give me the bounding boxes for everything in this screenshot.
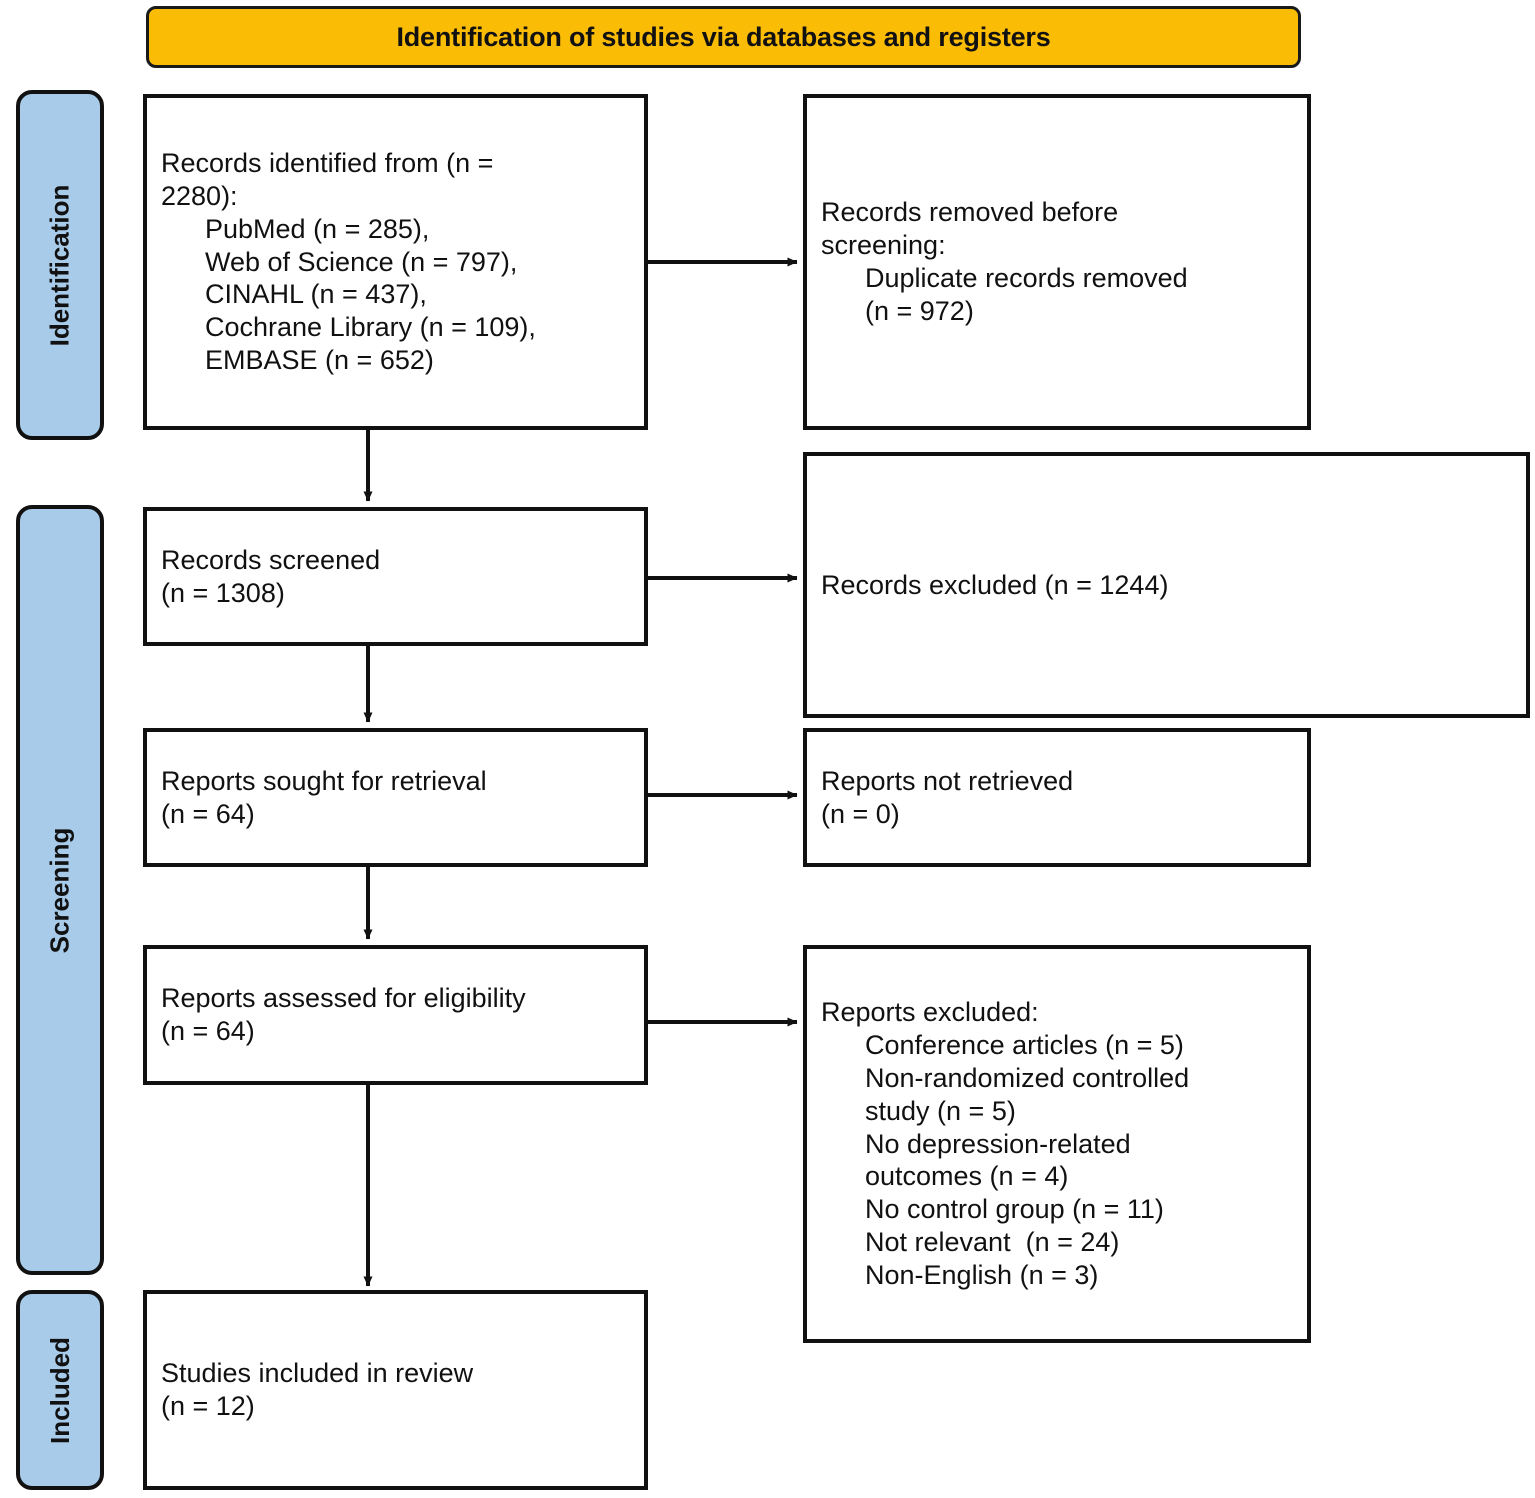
records-removed-text-colon: : xyxy=(938,230,946,261)
box-reports-sought-for-retrieval: Reports sought for retrieval (n = 64) xyxy=(143,728,648,867)
records-identified-line-2: 2280): xyxy=(161,180,238,211)
records-removed-text-before: before xyxy=(1041,197,1119,228)
reports-not-retrieved-label: Reports not retrieved xyxy=(821,765,1074,796)
records-removed-duplicates: Duplicate records removed xyxy=(865,263,1188,293)
diagram-title-text: Identification of studies via databases … xyxy=(396,21,1051,52)
phase-label-screening-text: Screening xyxy=(44,827,75,953)
box-studies-included-in-review: Studies included in review (n = 12) xyxy=(143,1290,648,1490)
box-records-screened: Records screened (n = 1308) xyxy=(143,507,648,646)
box-reports-not-retrieved: Reports not retrieved (n = 0) xyxy=(803,728,1311,867)
phase-label-screening: Screening xyxy=(16,505,104,1275)
records-identified-source-pubmed: PubMed (n = 285), xyxy=(205,213,430,244)
reports-sought-label: Reports sought for retrieval xyxy=(161,765,487,796)
reports-assessed-count: (n = 64) xyxy=(161,1016,255,1046)
records-removed-line-1: Records removed before xyxy=(821,196,1293,229)
box-reports-excluded: Reports excluded: Conference articles (n… xyxy=(803,945,1311,1343)
records-identified-line-1: Records identified from (n = xyxy=(161,147,494,178)
diagram-title-banner: Identification of studies via databases … xyxy=(146,6,1301,68)
reports-excluded-reason-nonrandomized-2: study (n = 5) xyxy=(865,1095,1016,1126)
phase-label-identification-text: Identification xyxy=(44,184,75,346)
studies-included-count: (n = 12) xyxy=(161,1391,255,1421)
records-removed-line-2: screening: xyxy=(821,229,1293,262)
phase-label-included: Included xyxy=(16,1290,104,1490)
records-excluded-label: Records excluded (n = 1244) xyxy=(821,569,1169,600)
reports-not-retrieved-count: (n = 0) xyxy=(821,798,900,829)
records-removed-text-screening: screening xyxy=(821,230,939,261)
records-removed-duplicates-count: (n = 972) xyxy=(865,295,974,326)
box-records-excluded: Records excluded (n = 1244) xyxy=(803,452,1530,718)
reports-excluded-reason-not-relevant: Not relevant (n = 24) xyxy=(865,1227,1120,1258)
records-removed-text-a: Records removed xyxy=(821,197,1042,228)
studies-included-label: Studies included in review xyxy=(161,1358,474,1389)
records-identified-source-cochrane: Cochrane Library (n = 109), xyxy=(205,312,536,343)
records-screened-count: (n = 1308) xyxy=(161,577,285,608)
records-identified-source-web-of-science: Web of Science (n = 797), xyxy=(205,246,518,277)
reports-excluded-reason-no-depression-2: outcomes (n = 4) xyxy=(865,1161,1069,1192)
reports-excluded-heading: Reports excluded: xyxy=(821,996,1039,1027)
reports-assessed-label: Reports assessed for eligibility xyxy=(161,983,526,1014)
phase-label-included-text: Included xyxy=(44,1336,75,1444)
reports-excluded-reason-conference: Conference articles (n = 5) xyxy=(865,1029,1184,1060)
box-reports-assessed-for-eligibility: Reports assessed for eligibility (n = 64… xyxy=(143,945,648,1085)
records-screened-label: Records screened xyxy=(161,544,381,575)
records-identified-source-cinahl: CINAHL (n = 437), xyxy=(205,279,427,310)
records-identified-source-embase: EMBASE (n = 652) xyxy=(205,345,434,376)
box-records-removed-before-screening: Records removed before screening: Duplic… xyxy=(803,94,1311,430)
reports-excluded-reason-nonrandomized-1: Non-randomized controlled xyxy=(865,1062,1190,1093)
phase-label-identification: Identification xyxy=(16,90,104,440)
box-records-identified: Records identified from (n = 2280): PubM… xyxy=(143,94,648,430)
reports-excluded-reason-no-control-group: No control group (n = 11) xyxy=(865,1194,1164,1225)
reports-excluded-reason-non-english: Non-English (n = 3) xyxy=(865,1260,1099,1291)
reports-excluded-reason-no-depression-1: No depression-related xyxy=(865,1128,1131,1159)
reports-sought-count: (n = 64) xyxy=(161,798,255,829)
